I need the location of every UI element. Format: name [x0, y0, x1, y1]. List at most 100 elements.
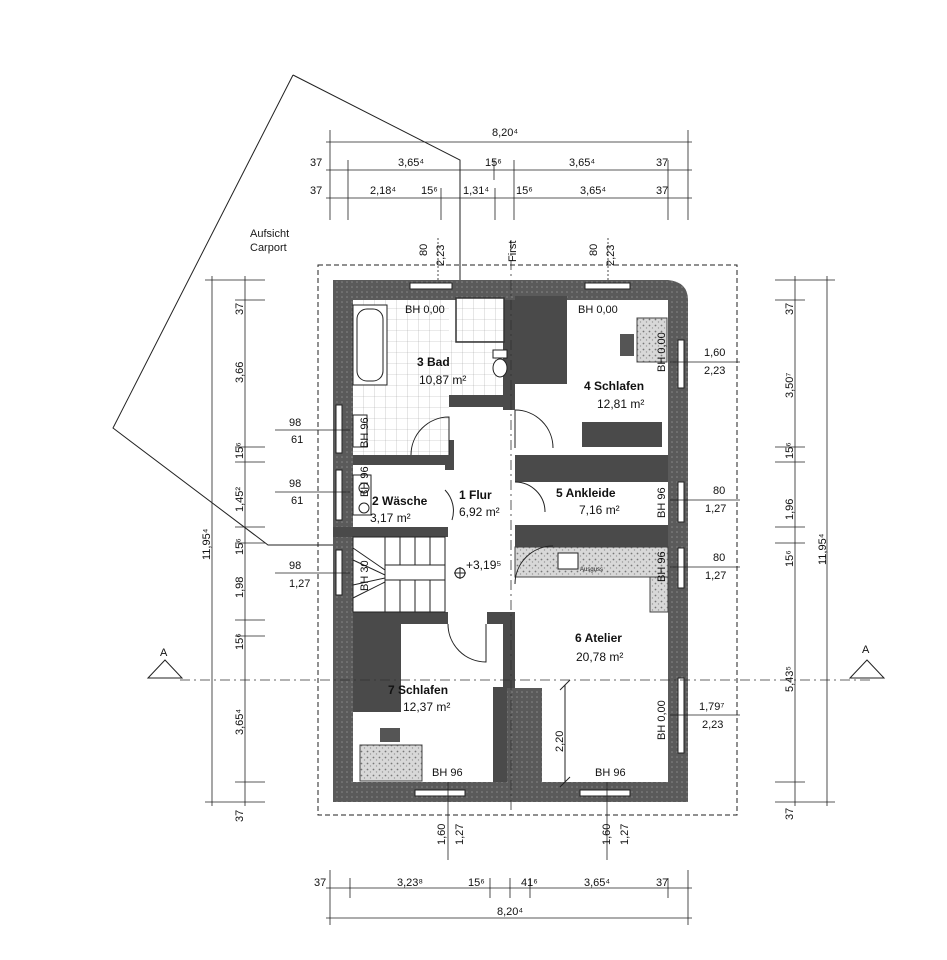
svg-text:A: A [862, 644, 870, 656]
svg-text:8,20⁴: 8,20⁴ [492, 127, 518, 139]
svg-text:1,27: 1,27 [454, 824, 466, 845]
bathtub [352, 304, 388, 386]
svg-text:BH 96: BH 96 [656, 487, 668, 518]
wardrobe-dimension: 2,20 [554, 679, 571, 788]
doors [410, 409, 554, 663]
chair-schlafen-4 [620, 334, 634, 356]
svg-text:2,23: 2,23 [605, 245, 617, 266]
svg-text:BH 0,00: BH 0,00 [405, 304, 445, 316]
ausguss-label: Ausguss [580, 567, 603, 573]
room-name-ankleide: 5 Ankleide [556, 486, 616, 500]
roof-outline [317, 264, 738, 816]
svg-text:37: 37 [656, 877, 668, 889]
svg-text:37: 37 [310, 157, 322, 169]
svg-text:80: 80 [588, 244, 600, 256]
svg-text:15⁶: 15⁶ [421, 185, 438, 197]
svg-text:37: 37 [656, 185, 668, 197]
dimensions-left [205, 276, 350, 806]
carport-label-2: Carport [250, 242, 287, 254]
svg-text:3,23⁸: 3,23⁸ [397, 877, 423, 889]
svg-text:37: 37 [784, 808, 796, 820]
room-name-bad: 3 Bad [417, 355, 450, 369]
first-label: First [507, 241, 519, 262]
svg-text:37: 37 [234, 810, 246, 822]
room-area-schlafen-4: 12,81 m² [597, 397, 644, 411]
svg-text:3,65⁴: 3,65⁴ [584, 877, 610, 889]
sink [557, 552, 579, 570]
desk-schlafen-4 [636, 317, 668, 363]
svg-text:80: 80 [713, 552, 725, 564]
section-marker-right: A [848, 644, 886, 679]
svg-text:98: 98 [289, 478, 301, 490]
atelier-counter-side [649, 576, 669, 613]
svg-text:37: 37 [656, 157, 668, 169]
shower-tray [455, 297, 505, 343]
svg-text:A: A [160, 647, 168, 659]
svg-text:3,65⁴: 3,65⁴ [580, 185, 606, 197]
svg-text:1,98: 1,98 [234, 577, 246, 598]
svg-text:15⁶: 15⁶ [485, 157, 502, 169]
svg-text:5,43⁵: 5,43⁵ [784, 666, 796, 692]
dimension-text-top: 8,20⁴ 37 3,65⁴ 15⁶ 3,65⁴ 37 37 2,18⁴ 15⁶… [310, 127, 668, 266]
dimensions-top [326, 130, 692, 282]
svg-text:15⁶: 15⁶ [516, 185, 533, 197]
staircase [352, 536, 446, 613]
svg-text:1,96: 1,96 [784, 499, 796, 520]
room-area-ankleide: 7,16 m² [579, 503, 620, 517]
svg-text:61: 61 [291, 495, 303, 507]
svg-text:1,45²: 1,45² [234, 487, 246, 512]
svg-text:BH 96: BH 96 [359, 417, 371, 448]
room-area-schlafen-7: 12,37 m² [403, 700, 450, 714]
svg-text:11,95⁴: 11,95⁴ [201, 528, 213, 560]
svg-text:1,27: 1,27 [289, 578, 310, 590]
room-area-atelier: 20,78 m² [576, 650, 623, 664]
atelier-wardrobe [507, 688, 542, 782]
svg-text:1,79⁷: 1,79⁷ [699, 701, 724, 713]
interior-walls [333, 296, 668, 782]
svg-text:37: 37 [234, 303, 246, 315]
svg-text:11,95⁴: 11,95⁴ [817, 533, 829, 565]
svg-text:BH 0,00: BH 0,00 [578, 304, 618, 316]
windows [335, 282, 685, 797]
dimension-text-bottom: 37 3,23⁸ 15⁶ 41⁶ 3,65⁴ 37 8,20⁴ 1,60 1,2… [314, 824, 668, 918]
svg-text:3,50⁷: 3,50⁷ [784, 373, 796, 398]
room-area-flur: 6,92 m² [459, 505, 500, 519]
room-name-flur: 1 Flur [459, 488, 492, 502]
svg-text:1,31⁴: 1,31⁴ [463, 185, 489, 197]
svg-text:1,27: 1,27 [619, 824, 631, 845]
room-name-schlafen-7: 7 Schlafen [388, 683, 448, 697]
carport-label-1: Aufsicht [250, 228, 289, 240]
svg-text:15⁶: 15⁶ [234, 442, 246, 459]
svg-text:BH 96: BH 96 [359, 466, 371, 497]
carport-outline: Aufsicht Carport [112, 74, 461, 546]
svg-text:BH 96: BH 96 [656, 551, 668, 582]
svg-text:3,65⁴: 3,65⁴ [234, 709, 246, 735]
dimension-text-left: 11,95⁴ 37 3,66 15⁶ 1,45² 15⁶ 1,98 15⁶ 3,… [201, 303, 310, 822]
laundry-fixtures [352, 474, 372, 516]
svg-text:15⁶: 15⁶ [784, 442, 796, 459]
chair-schlafen-7 [380, 728, 400, 742]
svg-text:8,20⁴: 8,20⁴ [497, 906, 523, 918]
svg-text:1,27: 1,27 [705, 570, 726, 582]
svg-text:BH 96: BH 96 [595, 767, 626, 779]
svg-text:3,65⁴: 3,65⁴ [569, 157, 595, 169]
svg-text:37: 37 [784, 303, 796, 315]
atelier-counter [514, 546, 669, 578]
dimension-text-right: 11,95⁴ 37 3,50⁷ 15⁶ 1,96 15⁶ 5,43⁵ 37 1,… [699, 303, 829, 820]
room-area-bad: 10,87 m² [419, 373, 466, 387]
svg-text:3,66: 3,66 [234, 362, 246, 383]
svg-text:3,65⁴: 3,65⁴ [398, 157, 424, 169]
desk-schlafen-7 [359, 744, 423, 782]
section-marker-left: A [146, 647, 184, 679]
room-name-schlafen-4: 4 Schlafen [584, 379, 644, 393]
svg-text:2,18⁴: 2,18⁴ [370, 185, 396, 197]
room-name-waesche: 2 Wäsche [372, 494, 428, 508]
svg-text:2,20: 2,20 [554, 731, 566, 752]
svg-text:98: 98 [289, 560, 301, 572]
svg-text:1,60: 1,60 [436, 824, 448, 845]
svg-text:15⁶: 15⁶ [234, 538, 246, 555]
svg-text:BH 30: BH 30 [359, 560, 371, 591]
dimensions-right [670, 276, 835, 806]
svg-text:41⁶: 41⁶ [521, 877, 538, 889]
room-area-waesche: 3,17 m² [370, 511, 411, 525]
